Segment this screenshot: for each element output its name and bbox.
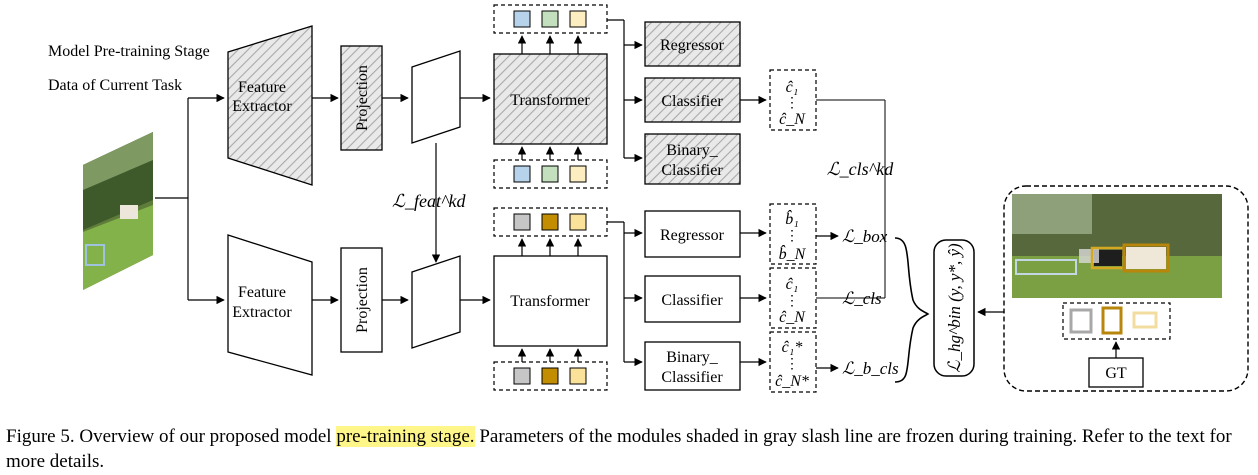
pred-cn-star: ĉ_N* — [775, 373, 809, 390]
gt-box — [1101, 306, 1123, 335]
ellipsis: ⋮ — [785, 96, 799, 111]
fe-teacher-line1: Feature — [238, 79, 286, 96]
pred-bn: b̂_N — [779, 244, 807, 263]
query-token — [513, 213, 531, 231]
query-token — [513, 165, 531, 183]
teacher-classifier-label: Classifier — [661, 93, 723, 110]
student-classifier — [644, 275, 741, 323]
student-bin-line1: Binary_ — [666, 349, 719, 366]
student-regressor-label: Regressor — [660, 227, 725, 244]
loss-box: ℒ_box — [842, 227, 888, 246]
figure-caption: Figure 5. Overview of our proposed model… — [6, 424, 1256, 474]
pretraining-diagram: Model Pre-training Stage Data of Current… — [48, 4, 1249, 393]
loss-cls: ℒ_cls — [842, 289, 882, 308]
transformer-student-label: Transformer — [510, 293, 590, 310]
caption-suffix: Parameters of the modules shaded in gray… — [6, 426, 1232, 472]
teacher-feature-extractor — [227, 25, 313, 186]
query-token — [569, 213, 587, 231]
teacher-pred-c1: ĉ₁ — [786, 79, 799, 96]
pred-b1: b̂₁ — [785, 209, 799, 228]
proj-teacher-label: Projection — [354, 65, 371, 131]
gt-label: GT — [1105, 365, 1127, 382]
caption-prefix: Figure 5. Overview of our proposed model — [6, 426, 337, 447]
query-token — [541, 10, 559, 28]
query-token — [569, 10, 587, 28]
query-token — [541, 213, 559, 231]
student-binary-classifier — [644, 341, 741, 391]
input-image — [83, 132, 153, 290]
transformer-teacher-label: Transformer — [510, 92, 590, 109]
teacher-feature-map — [411, 50, 461, 144]
ellipsis: ⋮ — [785, 357, 799, 372]
gt-image — [1012, 194, 1222, 298]
loss-brace — [894, 237, 930, 383]
student-regressor — [644, 210, 741, 258]
teacher-bin-line2: Classifier — [661, 162, 723, 179]
teacher-classifier — [644, 77, 741, 123]
gt-box — [1069, 308, 1093, 334]
query-token — [513, 10, 531, 28]
teacher-regressor-label: Regressor — [660, 37, 725, 54]
student-binary-predictions — [769, 331, 817, 393]
teacher-regressor — [644, 21, 741, 67]
query-token — [569, 165, 587, 183]
ellipsis: ⋮ — [785, 294, 799, 309]
query-token — [513, 367, 531, 385]
student-box-predictions — [769, 203, 817, 265]
student-pred-cn: ĉ_N — [779, 309, 806, 326]
hungarian-loss-box — [933, 239, 975, 377]
teacher-bin-line1: Binary_ — [666, 142, 719, 159]
query-token — [541, 165, 559, 183]
loss-cls-kd: ℒ_cls^kd — [827, 159, 895, 179]
data-label: Data of Current Task — [48, 77, 182, 94]
teacher-class-predictions — [769, 69, 817, 131]
student-pred-c1: ĉ₁ — [786, 276, 799, 293]
caption-highlight: pre-training stage. — [336, 426, 475, 447]
ellipsis: ⋮ — [785, 229, 799, 244]
teacher-pred-cn: ĉ_N — [779, 111, 806, 128]
query-token — [541, 367, 559, 385]
stage-label: Model Pre-training Stage — [48, 43, 210, 60]
fe-student-line2: Extractor — [232, 304, 292, 321]
proj-student-label: Projection — [354, 267, 371, 333]
loss-hg: ℒ_hg^bin (y, y*, ŷ) — [945, 243, 964, 373]
teacher-output-queries — [493, 4, 608, 34]
student-classifier-label: Classifier — [661, 292, 723, 309]
student-bin-line2: Classifier — [661, 369, 723, 386]
gt-boxes-set — [1062, 302, 1171, 340]
fe-teacher-line2: Extractor — [232, 98, 292, 115]
loss-b-cls: ℒ_b_cls — [842, 359, 899, 378]
gt-node — [1088, 357, 1144, 388]
loss-feat-kd: ℒ_feat^kd — [392, 191, 467, 211]
student-class-predictions — [769, 267, 817, 329]
student-feature-map — [411, 255, 461, 349]
teacher-projection — [340, 45, 383, 151]
student-projection — [340, 247, 383, 353]
teacher-binary-classifier — [644, 133, 741, 185]
pred-c1-star: ĉ₁* — [782, 339, 803, 356]
input-branches — [155, 93, 225, 305]
query-token — [569, 367, 587, 385]
fe-student-line1: Feature — [238, 284, 286, 301]
student-feature-extractor — [227, 234, 313, 376]
gt-box — [1132, 311, 1158, 329]
